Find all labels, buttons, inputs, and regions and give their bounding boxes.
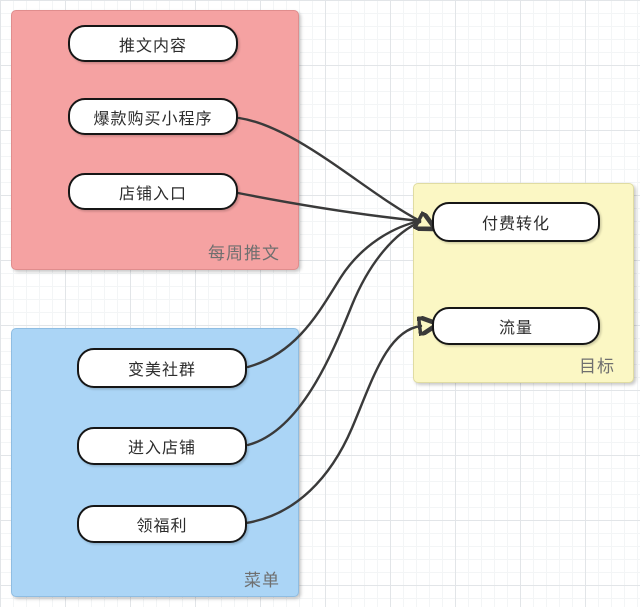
node-hot-buy-miniprogram: 爆款购买小程序 <box>68 98 238 135</box>
group-goal-label: 目标 <box>579 357 615 376</box>
node-traffic: 流量 <box>432 307 600 345</box>
node-beauty-community: 变美社群 <box>77 348 247 388</box>
node-enter-shop: 进入店铺 <box>77 427 247 465</box>
node-paid-conversion: 付费转化 <box>432 202 600 242</box>
node-shop-entry: 店铺入口 <box>68 173 238 210</box>
node-get-benefits: 领福利 <box>77 505 247 543</box>
group-weekly-tweets-label: 每周推文 <box>208 244 280 263</box>
group-menu-label: 菜单 <box>244 571 280 590</box>
node-tweet-content: 推文内容 <box>68 25 238 62</box>
